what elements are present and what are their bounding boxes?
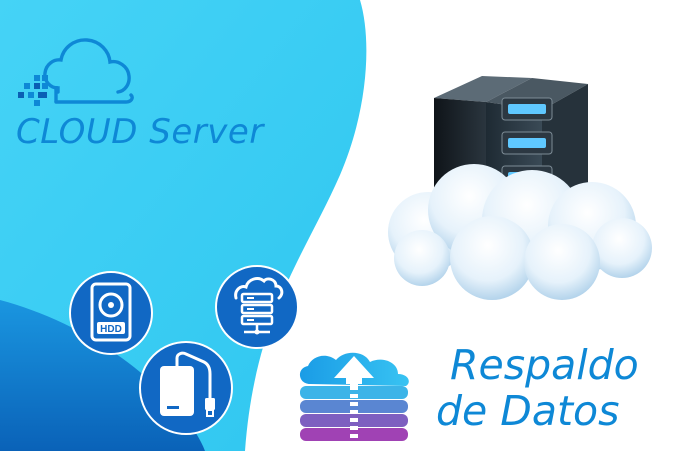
hdd-icon: HDD bbox=[69, 271, 153, 355]
server-rack-on-cloud-icon bbox=[388, 76, 652, 300]
cloud-server-logo-icon bbox=[18, 38, 134, 106]
external-drive-usb-icon bbox=[139, 341, 233, 435]
backup-heading: Respaldo de Datos bbox=[436, 342, 666, 434]
cloud-server-network-icon bbox=[215, 265, 299, 349]
brand-title: CLOUD Server bbox=[16, 112, 264, 152]
hdd-label: HDD bbox=[100, 324, 122, 335]
backup-heading-line2: de Datos bbox=[436, 387, 620, 435]
backup-heading-line1: Respaldo bbox=[450, 341, 639, 389]
cloud-upload-database-icon bbox=[299, 352, 409, 441]
